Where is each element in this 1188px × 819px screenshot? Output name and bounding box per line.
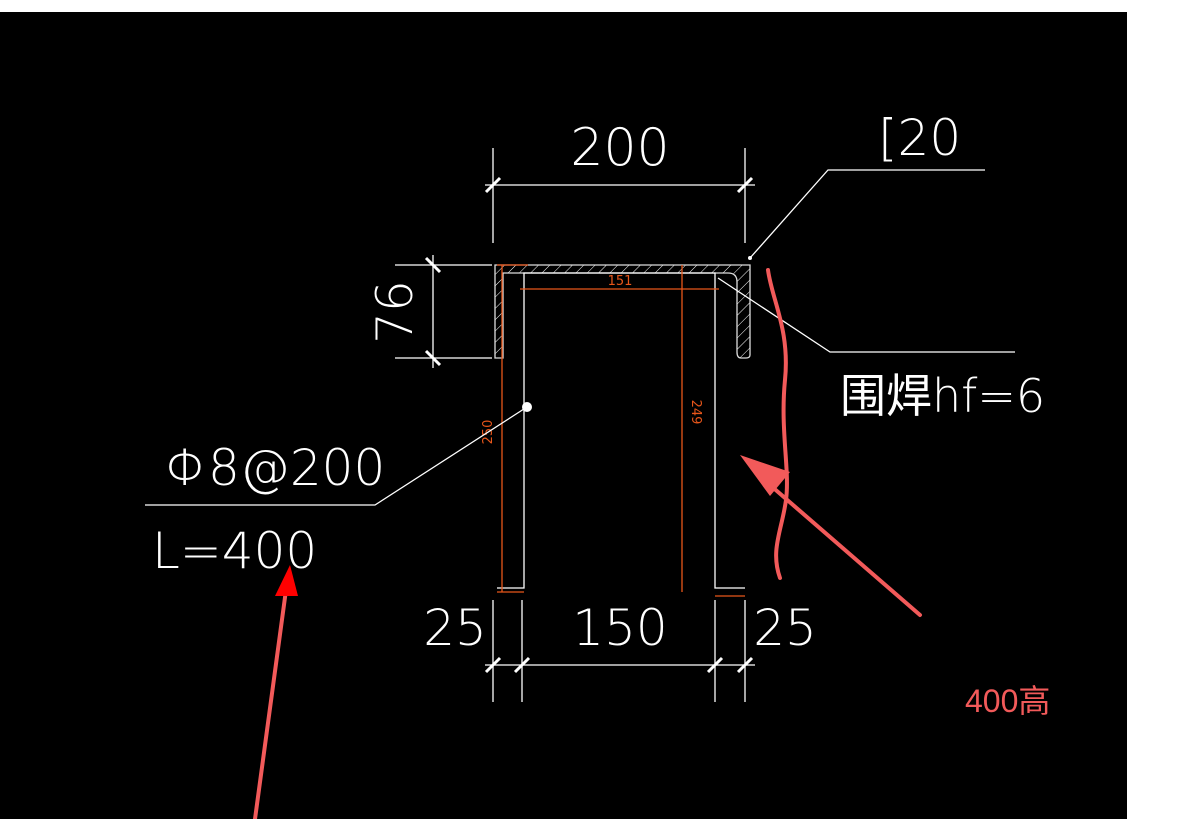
cad-viewport[interactable] [0, 12, 1127, 819]
bottom-dimensions: 25 150 25 [423, 599, 817, 702]
bottom-mid-label: 150 [572, 599, 667, 657]
rebar-leader: Φ8@200 L=400 [145, 406, 528, 580]
flange-height-label: 76 [366, 280, 424, 344]
red-markup: 400高 [253, 268, 1050, 819]
bottom-right-label: 25 [753, 599, 817, 657]
rebar-length: L=400 [152, 522, 317, 580]
rebar-stirrup [497, 272, 745, 589]
bottom-left-label: 25 [423, 599, 487, 657]
inner-width-label: 151 [608, 274, 633, 289]
internal-dimensions: 151 250 249 [481, 264, 745, 597]
weld-leader: 围焊hf=6 [717, 277, 1045, 423]
arrow-head-icon [740, 455, 790, 496]
section-label: [20 [878, 109, 961, 167]
height-note: 400高 [965, 683, 1050, 719]
channel-section [494, 264, 751, 359]
rebar-spec: Φ8@200 [165, 439, 385, 497]
flange-dimension: 76 [366, 255, 492, 368]
right-height-label: 249 [688, 400, 703, 425]
weld-note: 围焊hf=6 [840, 369, 1045, 423]
top-width-label: 200 [570, 118, 669, 178]
arrow-head-icon [275, 565, 298, 596]
section-leader: [20 [748, 109, 985, 260]
top-dimension: 200 [484, 118, 755, 243]
